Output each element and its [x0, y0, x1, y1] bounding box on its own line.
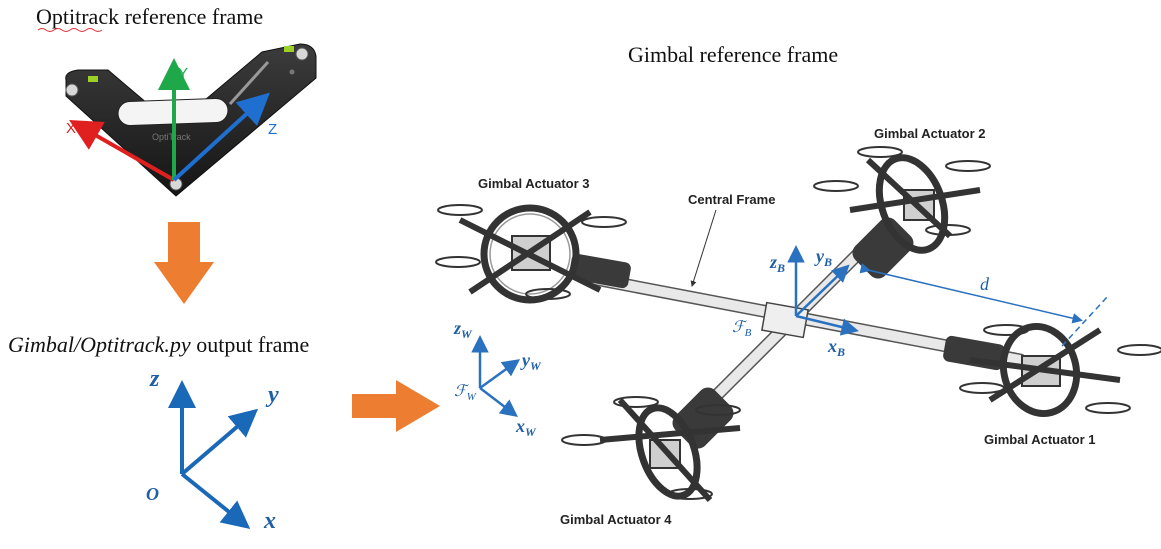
world-frame-label: ℱW	[454, 383, 477, 403]
gimbal-actuator-1	[959, 322, 1161, 418]
body-y-label: yB	[814, 246, 832, 269]
distance-d-label: d	[980, 274, 990, 294]
optitrack-y-label: Y	[178, 65, 188, 82]
gimbal-actuator-3	[435, 204, 627, 304]
actuator-1-label: Gimbal Actuator 1	[984, 432, 1095, 447]
transform-arrow-down	[154, 222, 214, 304]
body-frame-label: ℱB	[732, 319, 752, 339]
world-x-axis	[479, 387, 518, 418]
world-y-label: yW	[520, 350, 542, 373]
output-frame-title: Gimbal/Optitrack.py output frame	[8, 332, 309, 357]
output-x-label: x	[263, 508, 276, 534]
output-origin-label: O	[146, 484, 159, 504]
distance-d-extension	[1061, 295, 1109, 347]
world-z-label: zW	[453, 318, 473, 341]
gimbal-title: Gimbal reference frame	[628, 42, 838, 67]
output-z-label: z	[149, 366, 160, 392]
distance-d-dimension	[859, 263, 1083, 324]
world-x-label: xW	[515, 416, 537, 439]
transform-arrow-right	[352, 380, 440, 432]
output-frame-suffix: output frame	[191, 332, 310, 357]
actuator-4-label: Gimbal Actuator 4	[560, 512, 672, 527]
actuator-2-label: Gimbal Actuator 2	[874, 126, 985, 141]
gimbal-actuator-2	[813, 146, 991, 254]
gimbal-actuator-4	[561, 396, 741, 503]
central-frame-pointer	[690, 209, 717, 287]
optitrack-title: Optitrack reference frame	[36, 4, 263, 29]
optitrack-x-label: X	[66, 120, 76, 137]
optitrack-z-label: Z	[268, 121, 277, 138]
body-z-label: zB	[769, 252, 785, 275]
world-y-axis	[479, 359, 521, 390]
spellcheck-underline	[37, 28, 103, 32]
body-y-axis	[795, 264, 850, 317]
optitrack-z-axis	[172, 92, 270, 182]
central-frame-label: Central Frame	[688, 192, 775, 207]
output-x-axis	[180, 472, 251, 530]
output-y-label: y	[265, 382, 279, 408]
body-x-label: xB	[827, 336, 845, 359]
output-y-axis	[180, 408, 259, 476]
body-x-axis	[795, 314, 859, 336]
actuator-3-label: Gimbal Actuator 3	[478, 176, 589, 191]
optitrack-ground-plane	[65, 43, 317, 197]
optitrack-x-axis	[69, 120, 175, 182]
output-frame-script: Gimbal/Optitrack.py	[8, 332, 191, 357]
optitrack-brand-text: OptiTrack	[152, 132, 191, 142]
